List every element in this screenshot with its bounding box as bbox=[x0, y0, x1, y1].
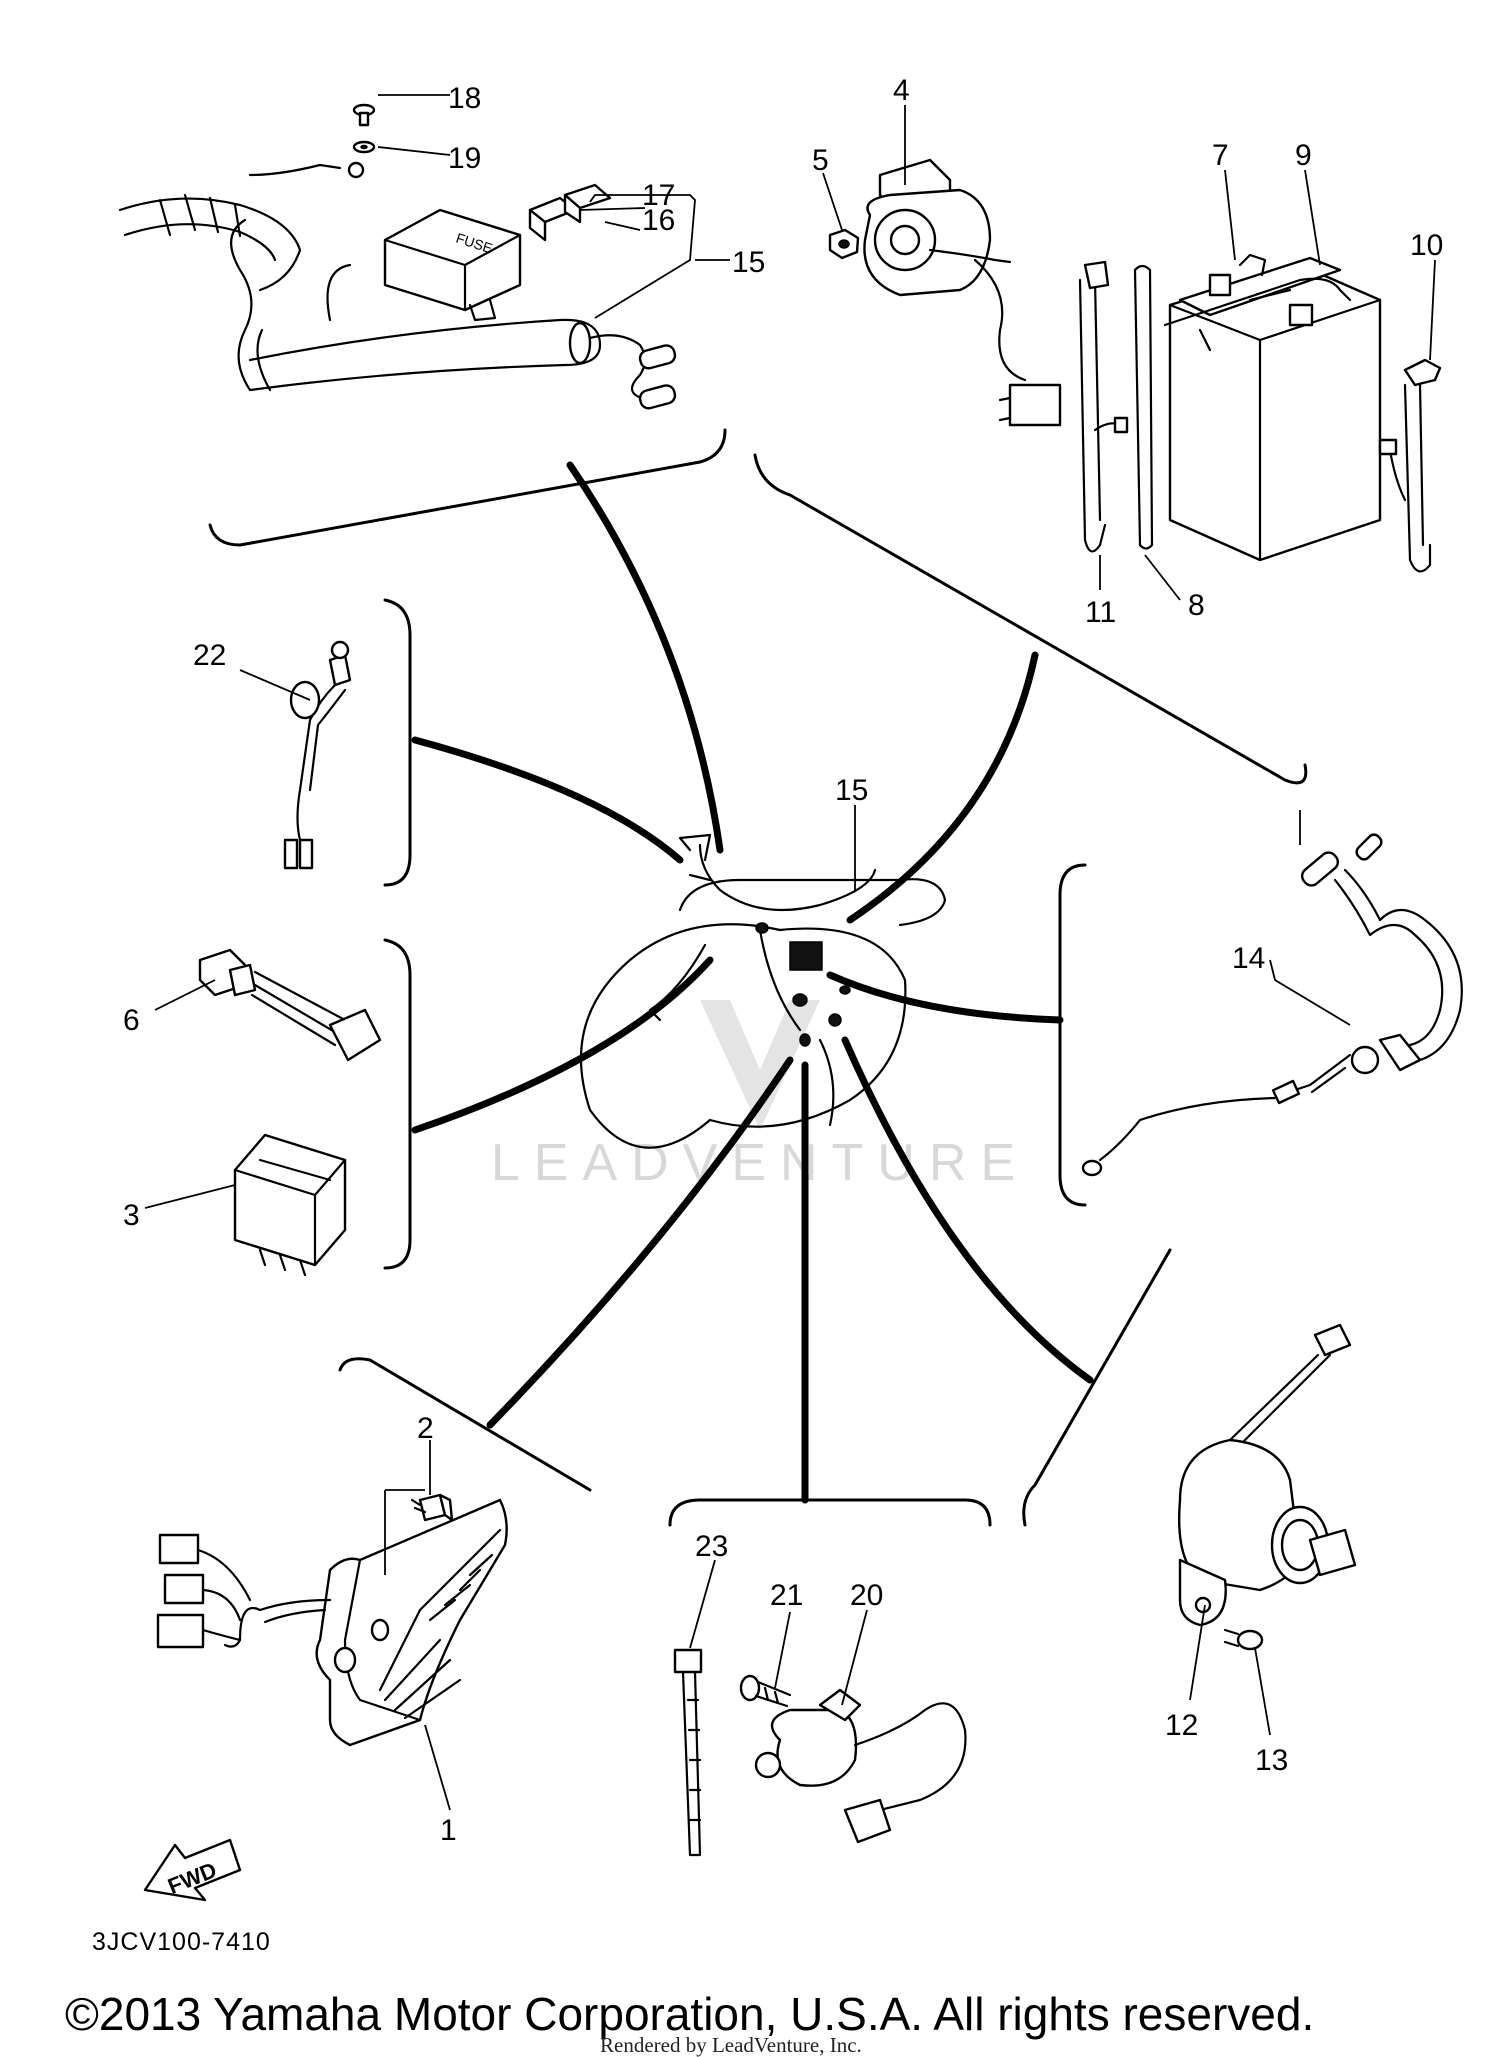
watermark-logo-icon bbox=[700, 1000, 820, 1130]
callout-6: 6 bbox=[123, 1004, 140, 1037]
part-main-switch-12 bbox=[1178, 1323, 1357, 1627]
part-wire-harness: FUSE bbox=[118, 161, 677, 410]
part-switch-20 bbox=[754, 1688, 967, 1844]
callout-19: 19 bbox=[448, 142, 481, 175]
callout-22: 22 bbox=[193, 639, 226, 672]
callout-1: 1 bbox=[440, 1814, 457, 1847]
rectifier-icon bbox=[315, 1498, 508, 1747]
leader-to-rectifier-group bbox=[486, 1056, 794, 1429]
part-band-7 bbox=[1238, 253, 1267, 277]
copyright-text: ©2013 Yamaha Motor Corporation, U.S.A. A… bbox=[65, 1988, 1314, 2040]
callout-17: 17 bbox=[642, 179, 675, 212]
callout-numbers: 18 19 16 17 15 4 5 7 9 10 11 8 22 15 14 … bbox=[123, 74, 1443, 1847]
key-icon bbox=[1308, 1528, 1357, 1577]
part-battery bbox=[1163, 256, 1382, 562]
part-lead-6 bbox=[198, 948, 382, 1062]
callout-15-center: 15 bbox=[835, 774, 868, 807]
callout-20: 20 bbox=[850, 1579, 883, 1612]
callout-2: 2 bbox=[417, 1412, 434, 1445]
part-screw-21 bbox=[739, 1674, 792, 1708]
part-bolt-2 bbox=[384, 1489, 454, 1575]
part-screw-13 bbox=[1223, 1628, 1264, 1651]
part-washer-19 bbox=[352, 140, 376, 154]
callout-9: 9 bbox=[1295, 139, 1312, 172]
callout-14: 14 bbox=[1232, 942, 1265, 975]
watermark-text: LEADVENTURE bbox=[491, 1134, 1029, 1192]
leader-to-relay-group bbox=[411, 956, 714, 1134]
callout-3: 3 bbox=[123, 1199, 140, 1232]
frame-switch-group bbox=[668, 1498, 992, 1527]
frame-fuse-group bbox=[208, 428, 727, 547]
part-breather-hose-8 bbox=[1133, 264, 1154, 550]
fwd-arrow: FWD bbox=[143, 1838, 242, 1902]
frame-battery-group bbox=[753, 453, 1308, 785]
callout-11: 11 bbox=[1085, 596, 1116, 629]
cable-tie-head-icon bbox=[673, 1648, 703, 1674]
part-cable-tie-23 bbox=[673, 1648, 703, 1857]
callout-10: 10 bbox=[1410, 229, 1443, 262]
frame-sensor-group bbox=[383, 598, 412, 887]
callout-18: 18 bbox=[448, 82, 481, 115]
group-frames bbox=[208, 428, 1308, 1527]
callout-15-top: 15 bbox=[732, 246, 765, 279]
callout-8: 8 bbox=[1188, 589, 1205, 622]
leader-to-battery-group bbox=[846, 651, 1039, 924]
callout-12: 12 bbox=[1165, 1709, 1198, 1742]
lead-connector-icon bbox=[328, 1008, 382, 1062]
frame-cable-group bbox=[1058, 863, 1087, 1207]
part-battery-cable-10 bbox=[1378, 358, 1442, 573]
callout-leaders bbox=[144, 94, 1436, 1811]
diagram-code: 3JCV100-7410 bbox=[92, 1928, 271, 1956]
part-battery-cable-11 bbox=[1078, 260, 1129, 553]
frame-rectifier-group bbox=[338, 1357, 592, 1492]
callout-13: 13 bbox=[1255, 1744, 1288, 1777]
part-relay-3 bbox=[233, 1133, 347, 1277]
ring-terminal-icon bbox=[347, 161, 365, 179]
watermark: LEADVENTURE bbox=[491, 1000, 1029, 1192]
leader-to-fuse-group bbox=[566, 461, 724, 854]
part-starter-relay bbox=[863, 158, 1062, 427]
callout-16: 16 bbox=[642, 204, 675, 237]
callout-5: 5 bbox=[812, 144, 829, 177]
part-sensor-22 bbox=[283, 640, 352, 870]
leader-to-mainswitch-group bbox=[841, 1036, 1094, 1384]
leader-lines bbox=[411, 461, 1094, 1504]
switch-body-icon bbox=[770, 1708, 858, 1787]
callout-7: 7 bbox=[1212, 139, 1229, 172]
part-rectifier-1 bbox=[156, 1498, 508, 1747]
machine-frame-outline bbox=[579, 833, 947, 1149]
part-screw-18 bbox=[352, 103, 376, 127]
callout-23: 23 bbox=[695, 1530, 728, 1563]
frame-mainswitch-group bbox=[1022, 1248, 1172, 1527]
center-fuse-box-icon bbox=[789, 941, 823, 971]
leader-to-sensor-group bbox=[411, 736, 684, 864]
relay-icon bbox=[233, 1133, 347, 1267]
forward-arrow-icon bbox=[143, 1838, 242, 1902]
part-cable-14 bbox=[1081, 833, 1463, 1177]
callout-4: 4 bbox=[893, 74, 910, 107]
leader-to-cable-group bbox=[826, 971, 1064, 1024]
rendered-by-text: Rendered by LeadVenture, Inc. bbox=[600, 2033, 862, 2057]
callout-21: 21 bbox=[770, 1579, 803, 1612]
frame-relay-group bbox=[383, 938, 412, 1270]
relay-connector-icon bbox=[1008, 383, 1062, 427]
part-nut-5 bbox=[828, 228, 860, 260]
